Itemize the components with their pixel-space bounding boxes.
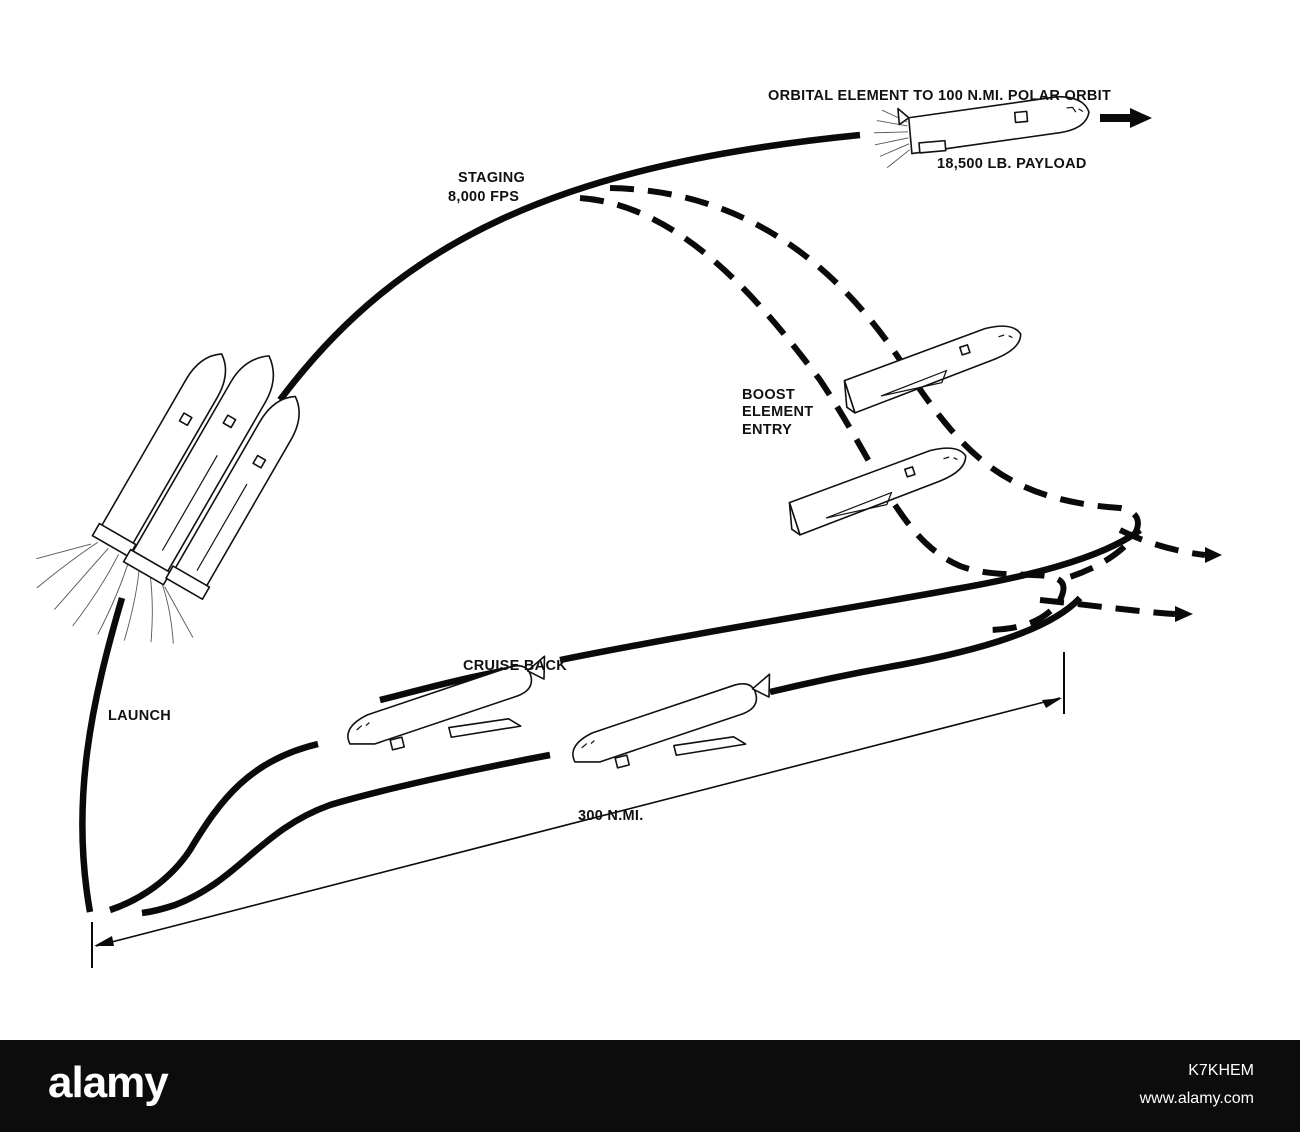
cruise-craft-left-icon	[347, 655, 546, 751]
entry-label: ENTRY	[742, 422, 792, 438]
watermark-bar: alamy K7KHEM www.alamy.com	[0, 1040, 1300, 1132]
launch-stack-icon	[36, 353, 300, 644]
launch-trajectory	[79, 597, 126, 913]
mission-profile-diagram: ORBITAL ELEMENT TO 100 N.MI. POLAR ORBIT…	[36, 88, 1222, 968]
orbit-label: ORBITAL ELEMENT TO 100 N.MI. POLAR ORBIT	[768, 88, 1111, 104]
distance-dimension-line	[95, 697, 1061, 947]
boost-exit-arrow-upper	[1205, 547, 1222, 563]
element-label: ELEMENT	[742, 404, 813, 420]
distance-arrow-right	[1042, 698, 1062, 708]
cruise-back-path-upper	[559, 527, 1142, 664]
boost-label: BOOST	[742, 387, 795, 403]
boost-return-path-lower	[579, 195, 1067, 633]
payload-label: 18,500 LB. PAYLOAD	[937, 156, 1087, 172]
boost-exit-arrow-lower	[1175, 606, 1193, 622]
boost-return-path-upper	[609, 185, 1141, 583]
staging-speed-label: 8,000 FPS	[448, 189, 519, 205]
cruise-back-path-lower	[769, 595, 1083, 696]
ascent-trajectory	[277, 131, 861, 402]
watermark-image-id: K7KHEM	[1188, 1062, 1254, 1079]
orbital-element-icon	[873, 95, 1090, 169]
cruise-craft-right-icon	[572, 673, 771, 769]
cruise-back-label: CRUISE BACK	[463, 658, 567, 674]
boost-element-craft-upper-icon	[843, 325, 1022, 414]
boost-exit-dash-lower	[1039, 597, 1176, 617]
cruise-back-path-lower-2	[141, 751, 551, 917]
watermark-url: www.alamy.com	[1139, 1090, 1254, 1107]
boost-element-craft-lower-icon	[788, 447, 967, 536]
watermark-brand: alamy	[48, 1058, 169, 1107]
distance-arrow-left	[94, 936, 114, 946]
launch-label: LAUNCH	[108, 708, 171, 724]
launch-plume-icon	[36, 541, 194, 644]
distance-label: 300 N.MI.	[578, 808, 644, 824]
staging-label: STAGING	[458, 170, 525, 186]
cruise-back-path-upper-3	[108, 740, 319, 914]
orbit-direction-arrow	[1100, 108, 1152, 128]
